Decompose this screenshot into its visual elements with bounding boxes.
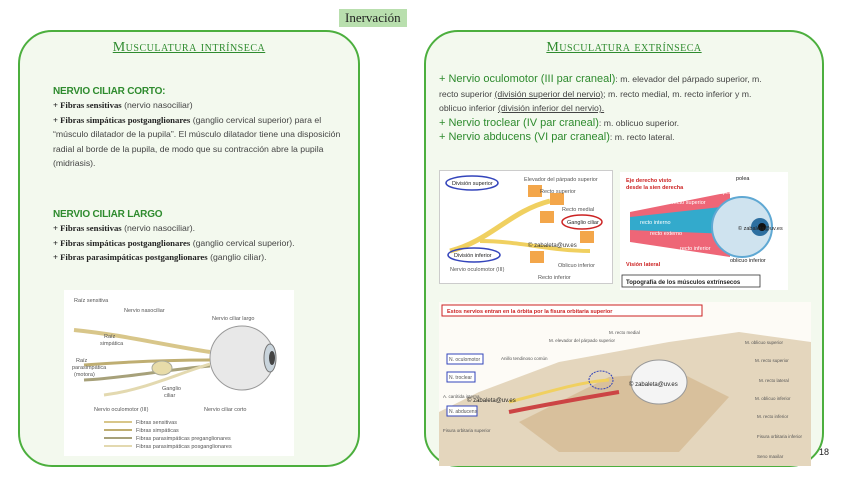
short-ciliary-heading: NERVIO CILIAR CORTO: <box>53 86 166 97</box>
recto-sup-muscle: recto superior <box>672 200 706 206</box>
oblicuo-inf-label: Oblicuo inferior <box>558 263 595 269</box>
long-l1-text: (nervio nasociliar). <box>121 223 196 233</box>
oculomotor-div-sup: (división superior del nervio) <box>494 88 604 99</box>
abducens-text: : m. recto lateral. <box>609 132 675 143</box>
long-l2-bold: + Fibras simpáticas postganglionares <box>53 237 191 248</box>
div-sup-label: División superior <box>452 181 493 187</box>
nasociliar-label: Nervio nasociliar <box>124 308 165 314</box>
div-inf-label: División inferior <box>454 253 492 259</box>
oblicuo-sup-muscle: oblicuo superior <box>698 190 737 196</box>
long-l3-text: (ganglio ciliar). <box>207 252 267 263</box>
troclear-text: : m. oblicuo superior. <box>598 117 680 128</box>
extrinsic-text: + Nervio oculomotor (III par craneal): m… <box>439 72 779 145</box>
raiz-para-label-2: parasimpática <box>72 365 107 371</box>
r-label-5: M. recto inferior <box>757 414 789 419</box>
abducens-head: + Nervio abducens (VI par craneal) <box>439 131 610 144</box>
r-label-4: M. oblicuo inferior <box>755 396 791 401</box>
fisura-banner: Estos nervios entran en la órbita por la… <box>447 309 613 315</box>
anillo-label: Anillo tendinoso común <box>501 356 548 361</box>
fig3-watermark-1: © zabaleta@uv.es <box>467 397 516 404</box>
intrinsic-title: Musculatura intrínseca <box>112 40 266 55</box>
short-ciliary-text: + Fibras sensitivas (nervio nasociliar) … <box>53 98 343 171</box>
oculomotor-div-inf: (división inferior del nervio). <box>497 103 605 114</box>
recto-sup-label: Recto superior <box>540 189 576 195</box>
recto-inf-label: Recto inferior <box>538 275 571 281</box>
eje-label-2: desde la sien derecha <box>626 185 684 191</box>
n-oculomotor-label: N. oculomotor <box>449 357 480 363</box>
troclear-head: + Nervio troclear (IV par craneal) <box>439 116 599 129</box>
page-number: 18 <box>819 447 830 457</box>
short-l2-bold: + Fibras simpáticas postganglionares <box>53 114 191 125</box>
r-label-1: M. oblicuo superior <box>745 340 784 345</box>
long-l2-text: (ganglio cervical superior). <box>190 237 295 248</box>
r-label-6: Fisura orbitaria inferior <box>757 434 803 439</box>
polea-label: polea <box>736 176 750 182</box>
short-l1-bold: + Fibras sensitivas <box>53 100 122 110</box>
long-ciliary-text: + Fibras sensitivas (nervio nasociliar).… <box>53 221 343 265</box>
legend-2: Fibras simpáticas <box>136 428 179 434</box>
arteria-label: A. carótida interna <box>443 394 480 399</box>
fig2-watermark: © zabaleta@uv.es <box>738 225 783 232</box>
oculomotor-label: Nervio oculomotor (III) <box>94 407 149 413</box>
oculomotor-head: + Nervio oculomotor (III par craneal) <box>439 73 616 85</box>
ciliar-corto-label: Nervio ciliar corto <box>204 407 246 413</box>
fig1-watermark: © zabaleta@uv.es <box>528 242 577 249</box>
recto-ext-muscle: recto externo <box>650 231 682 237</box>
ciliary-ganglion-figure: Raíz sensitiva Nervio nasociliar Nervio … <box>64 290 294 456</box>
raiz-sensitiva-label: Raíz sensitiva <box>74 298 109 304</box>
vision-lateral-label: Visión lateral <box>626 262 661 268</box>
r-label-7: Seno maxilar <box>757 454 784 459</box>
raiz-simpatica-label-1: Raíz <box>104 334 116 340</box>
raiz-para-label-3: (motora) <box>74 372 95 378</box>
fig3-watermark-2: © zabaleta@uv.es <box>629 381 678 388</box>
ganglio-label-1: Ganglio <box>162 386 181 392</box>
r-label-3: M. recto lateral <box>759 378 789 383</box>
legend-3: Fibras parasimpáticas preganglionares <box>136 436 231 442</box>
r-label-2: M. recto superior <box>755 358 789 363</box>
oculomotor-text-b: ; m. recto medial, m. recto inferior y m… <box>439 88 752 114</box>
ganglio-label-2: ciliar <box>164 393 175 399</box>
recto-inf-muscle: recto inferior <box>680 246 711 252</box>
ciliar-largo-label: Nervio ciliar largo <box>212 316 255 322</box>
fisura-label: Fisura orbitaria superior <box>443 428 491 433</box>
extrinsic-panel: Musculatura extrínseca + Nervio oculomot… <box>424 30 824 467</box>
legend-1: Fibras sensitivas <box>136 420 177 426</box>
recto-medial-fig3-label: M. recto medial <box>609 330 640 335</box>
raiz-para-label-1: Raíz <box>76 358 88 364</box>
topografia-caption: Topografía de los músculos extrínsecos <box>626 280 741 286</box>
page-title: Inervación <box>339 9 407 27</box>
raiz-simpatica-label-2: simpática <box>100 341 124 347</box>
long-l3-bold: + Fibras parasimpáticas postganglionares <box>53 252 208 263</box>
n-abducens-label: N. abducens <box>449 409 478 415</box>
elevador-label: Elevador del párpado superior <box>524 177 598 183</box>
long-l1-bold: + Fibras sensitivas <box>53 223 122 233</box>
intrinsic-panel: Musculatura intrínseca NERVIO CILIAR COR… <box>18 30 360 467</box>
ganglio-ciliar-label: Ganglio ciliar <box>567 220 599 226</box>
long-ciliary-heading: NERVIO CILIAR LARGO <box>53 209 163 220</box>
recto-int-muscle: recto interno <box>640 220 671 226</box>
orbit-anatomy-figure: Estos nervios entran en la órbita por la… <box>439 302 811 466</box>
oculomotor-diagram: División superior Elevador del párpado s… <box>439 170 613 284</box>
short-l1-text: (nervio nasociliar) <box>121 100 193 110</box>
elevador-fig3-label: M. elevador del párpado superior <box>549 338 616 343</box>
short-l2-text: (ganglio cervical superior) para el “mús… <box>53 114 341 169</box>
eje-label-1: Eje derecho visto <box>626 178 672 184</box>
extrinsic-title: Musculatura extrínseca <box>546 40 702 55</box>
oculomotor-iii-label: Nervio oculomotor (III) <box>450 267 505 273</box>
legend-4: Fibras parasimpáticas posganglionares <box>136 444 232 450</box>
muscle-topography-figure: Eje derecho visto desde la sien derecha … <box>620 172 788 290</box>
oblicuo-inf-muscle: oblicuo inferior <box>730 258 766 264</box>
n-troclear-label: N. troclear <box>449 375 472 381</box>
oculomotor-text-a: : m. elevador del párpado superior, m. r… <box>439 74 762 99</box>
recto-med-label: Recto medial <box>562 207 594 213</box>
